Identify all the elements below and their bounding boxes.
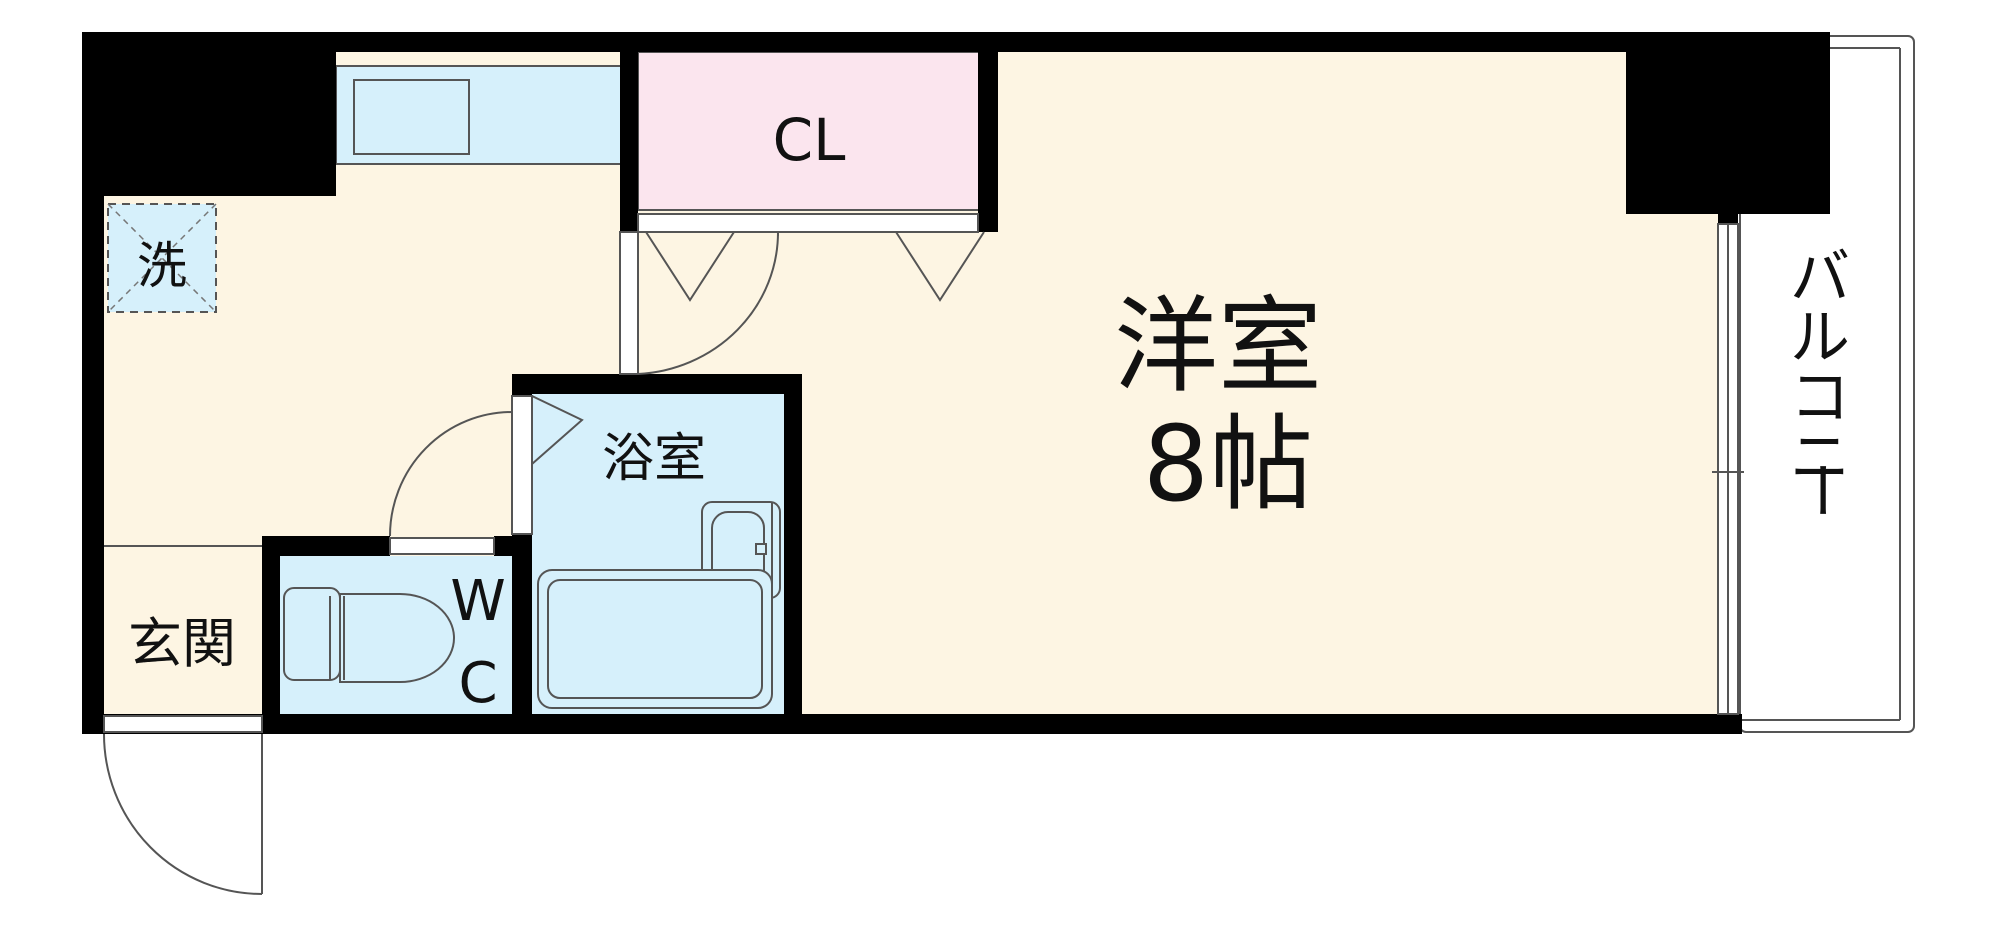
balcony-char-1: バ — [1790, 243, 1850, 313]
bathroom-label: 浴室 — [602, 429, 706, 489]
wall-top — [82, 32, 1830, 52]
wall-block-top-right — [1626, 32, 1830, 214]
balcony-char-5: ー — [1785, 460, 1855, 520]
balcony-char-3: コ — [1790, 363, 1850, 433]
bath-door-swing — [389, 411, 513, 537]
toilet-door-frame — [389, 537, 495, 555]
closet-label: CL — [773, 106, 846, 174]
closet-fold-door-right — [895, 231, 985, 302]
balcony-char-2: ル — [1790, 303, 1850, 373]
toilet-label-w: W — [450, 569, 505, 634]
walls — [82, 32, 1830, 734]
bath-door-frame — [511, 395, 533, 535]
thin-wall-corridor — [619, 231, 639, 375]
wall-right-post — [1718, 214, 1738, 224]
entrance-door-swing — [103, 733, 263, 895]
wall-bath-top — [512, 374, 802, 394]
closet-floor — [637, 51, 981, 211]
wall-right-foot — [1718, 714, 1742, 734]
toilet-bowl — [339, 593, 455, 683]
wall-bath-left — [512, 374, 532, 396]
door-swings — [103, 231, 985, 895]
wall-toilet-top-right — [494, 536, 532, 556]
bathtub-inner — [547, 579, 763, 699]
wall-toilet-top — [262, 536, 390, 556]
wall-left — [82, 32, 104, 734]
wall-closet-left-stub — [620, 214, 638, 232]
wall-toilet-left — [262, 536, 280, 734]
washer-label: 洗 — [137, 237, 187, 295]
bath-door-marker — [531, 395, 584, 465]
toilet-label-c: C — [458, 651, 497, 716]
entrance-door-frame — [103, 715, 263, 733]
washer-diagonal-a — [107, 203, 217, 313]
entrance-label: 玄関 — [128, 612, 236, 675]
wall-block-top-left — [82, 32, 336, 196]
wall-bottom — [82, 714, 1742, 734]
room-door-swing — [637, 231, 780, 375]
fixtures — [283, 501, 781, 709]
western-room-size: 8帖 — [1143, 403, 1313, 525]
closet-door-track — [637, 213, 979, 233]
partitions — [103, 47, 1901, 733]
wall-closet-left — [620, 32, 638, 214]
washer-diagonal-b — [107, 203, 217, 313]
balcony-char-4: ニ — [1790, 423, 1850, 493]
wall-bath-left-lower — [512, 534, 532, 734]
balcony-label: バ ル コ ニ ー — [1785, 243, 1855, 520]
western-room-name: 洋室 — [1114, 285, 1322, 407]
closet-fold-door-left — [645, 231, 735, 302]
kitchen-sink — [353, 79, 470, 155]
labels: CL 洋室 8帖 浴室 W C 玄関 洗 バ ル コ ニ ー — [128, 106, 1855, 716]
wall-closet-right — [978, 32, 998, 232]
toilet-tank — [283, 587, 341, 681]
wall-bath-right — [784, 374, 802, 734]
washbasin-tap — [755, 543, 767, 555]
